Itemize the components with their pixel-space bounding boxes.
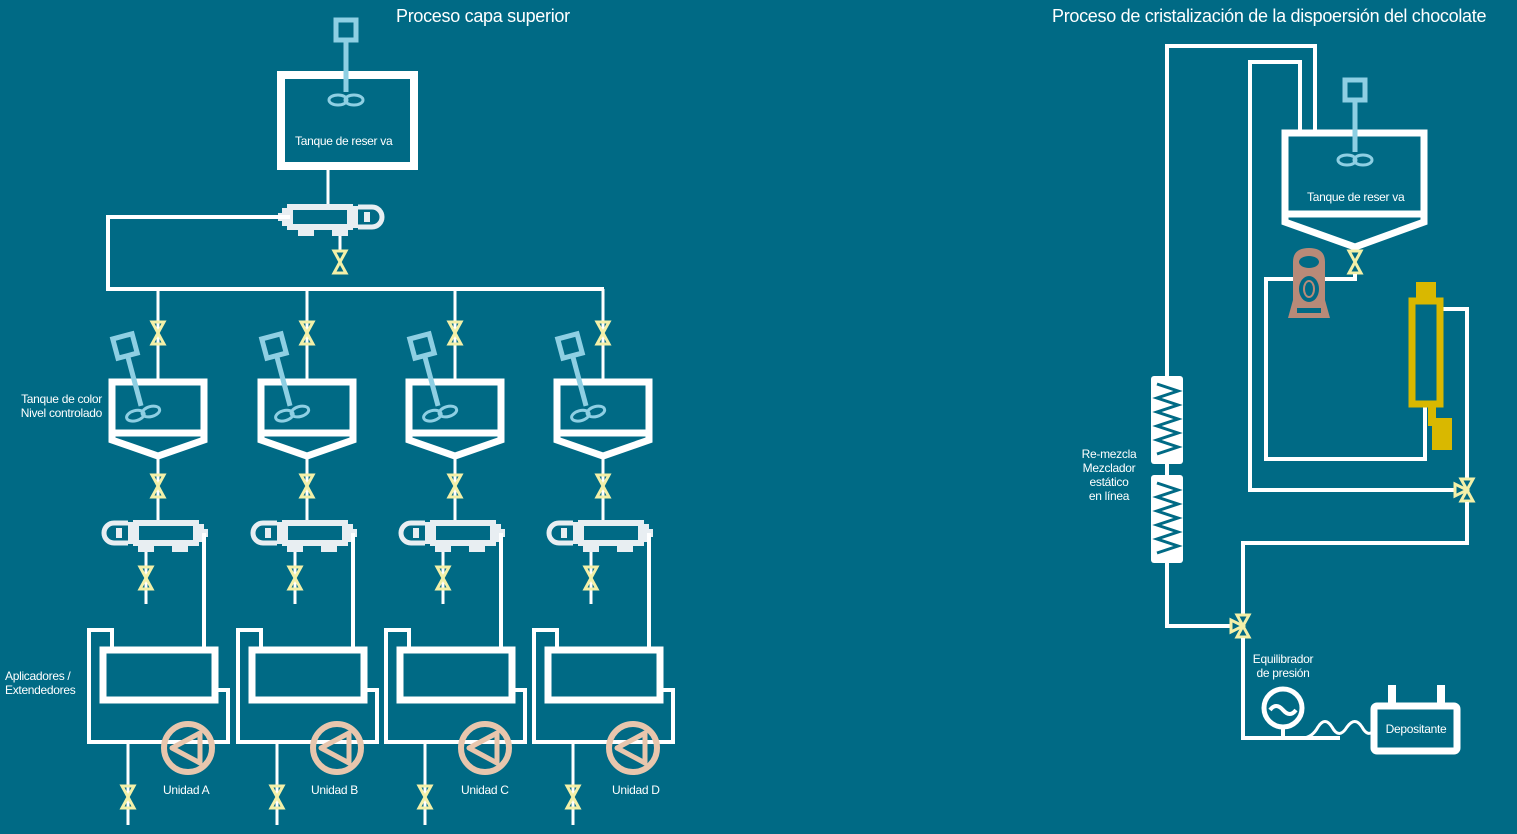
color-tank-cone bbox=[108, 433, 208, 460]
static-mixer bbox=[1151, 376, 1183, 464]
applicator bbox=[99, 646, 219, 704]
pressure-equalizer-icon bbox=[1261, 686, 1305, 738]
return-pipe-inner bbox=[1248, 60, 1455, 492]
flex-hose bbox=[1301, 720, 1376, 740]
depositor bbox=[1370, 685, 1461, 755]
static-mixer bbox=[1151, 475, 1183, 563]
reservoir-label: Tanque de reser va bbox=[295, 134, 393, 148]
heat-exchanger bbox=[1408, 282, 1452, 450]
filter-icon bbox=[549, 522, 653, 552]
recirculation-pipe bbox=[236, 628, 379, 744]
right-title: Proceso de cristalización de la dispoers… bbox=[1052, 6, 1487, 26]
applicators-label-line: Aplicadores / bbox=[5, 669, 71, 683]
recirculation-pipe bbox=[384, 628, 527, 744]
color-tank-label-line: Tanque de color bbox=[21, 392, 102, 406]
three-way-valve-icon bbox=[1453, 477, 1475, 503]
color-tank-cone bbox=[553, 433, 653, 460]
mixer-label-line: estático bbox=[1089, 475, 1129, 489]
pump-icon bbox=[609, 724, 657, 772]
filter-icon bbox=[253, 522, 357, 552]
mixer-label-line: Re-mezcla bbox=[1081, 447, 1137, 461]
mixer-label: Re-mezcla Mezclador estático en línea bbox=[1070, 447, 1148, 503]
filter-icon bbox=[401, 522, 505, 552]
pump-icon bbox=[313, 724, 361, 772]
filter-icon bbox=[104, 522, 208, 552]
three-way-valve-icon bbox=[1229, 613, 1251, 639]
color-tank-cone bbox=[257, 433, 357, 460]
applicator bbox=[248, 646, 368, 704]
mixer-label-line: en línea bbox=[1088, 489, 1130, 503]
unit-label: Unidad B bbox=[311, 783, 358, 797]
reservoir-label-right: Tanque de reser va bbox=[1307, 190, 1405, 204]
equalizer-label-line: de presión bbox=[1256, 666, 1310, 680]
pump-icon bbox=[1288, 248, 1330, 318]
left-title: Proceso capa superior bbox=[396, 6, 570, 26]
applicators-label: Aplicadores / Extendedores bbox=[5, 669, 76, 697]
agitator-icon bbox=[1338, 80, 1372, 165]
return-pipe bbox=[1165, 44, 1317, 378]
filter-icon bbox=[278, 206, 382, 236]
color-tank-label: Tanque de color Nivel controlado bbox=[14, 392, 103, 420]
unit-label: Unidad A bbox=[163, 783, 210, 797]
recirculation-pipe bbox=[87, 628, 230, 744]
applicators-label-line: Extendedores bbox=[5, 683, 76, 697]
header-pipe bbox=[106, 215, 604, 291]
equalizer-label-line: Equilibrador bbox=[1252, 652, 1314, 666]
equalizer-label: Equilibrador de presión bbox=[1244, 652, 1322, 680]
pump-icon bbox=[461, 724, 509, 772]
valve-icon bbox=[1347, 249, 1363, 275]
color-tank-label-line: Nivel controlado bbox=[20, 406, 103, 420]
applicator bbox=[544, 646, 664, 704]
pump-icon bbox=[164, 724, 212, 772]
reservoir-tank-right bbox=[1281, 129, 1428, 251]
agitator-icon bbox=[329, 20, 363, 105]
color-tank-cone bbox=[405, 433, 505, 460]
recirculation-pipe bbox=[532, 628, 675, 744]
applicator bbox=[396, 646, 516, 704]
depositor-label: Depositante bbox=[1385, 722, 1447, 736]
valve-icon bbox=[332, 249, 348, 275]
mixer-label-line: Mezclador bbox=[1082, 461, 1136, 475]
unit-label: Unidad D bbox=[612, 783, 660, 797]
unit-label: Unidad C bbox=[461, 783, 509, 797]
